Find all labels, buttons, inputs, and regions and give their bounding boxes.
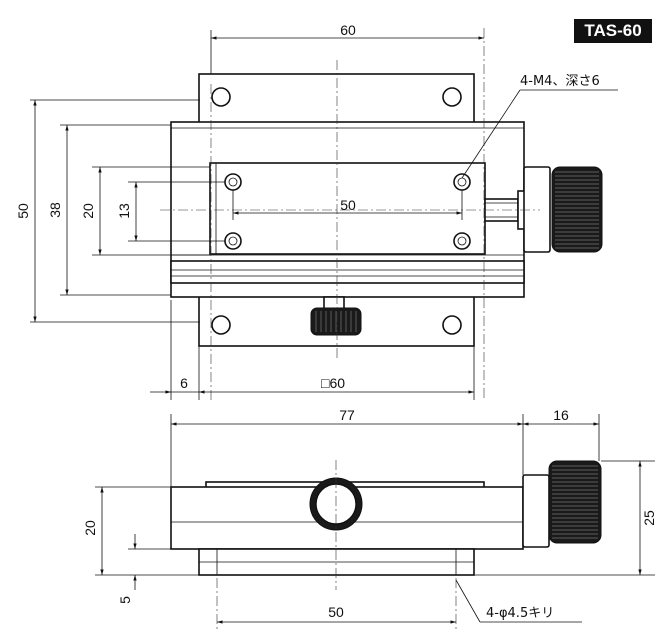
dim-knob-length: 16 [553, 407, 569, 423]
guide-rail [170, 260, 525, 284]
dim-slot-spacing: 20 [80, 203, 96, 219]
dim-top-width: 60 [340, 22, 356, 38]
moving-table [209, 162, 486, 255]
dim-offset: 6 [180, 375, 188, 391]
dim-total-height: 25 [641, 510, 657, 526]
note-tapped-holes: 4-M4、深さ6 [520, 74, 600, 89]
side-view: 77 16 20 25 5 50 4-φ4.5キリ [82, 407, 657, 630]
dim-base-square: □60 [321, 375, 345, 391]
dim-base-height: 5 [117, 596, 133, 604]
dim-slot-pitch: 50 [340, 197, 356, 213]
dim-side-height: 20 [82, 520, 98, 536]
dim-height-body: 38 [47, 202, 63, 218]
knob-collar [523, 166, 551, 253]
model-tag: TAS-60 [574, 19, 652, 43]
dim-base-holes: 50 [328, 604, 344, 620]
top-view: 60 50 50 38 20 13 6 □60 4-M4、深さ6 [15, 22, 618, 400]
note-through-holes: 4-φ4.5キリ [486, 606, 554, 621]
tapped-hole [224, 173, 471, 250]
dim-hole-spacing: 13 [116, 203, 132, 219]
plate-hole [211, 87, 462, 335]
dim-height-outer: 50 [15, 203, 31, 219]
dim-body-length: 77 [339, 407, 355, 423]
